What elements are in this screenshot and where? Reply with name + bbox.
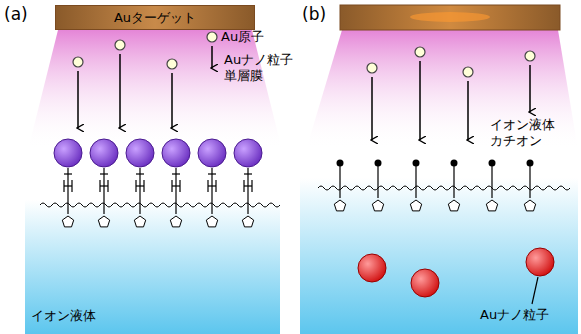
au-atom	[207, 32, 217, 42]
linker	[208, 185, 216, 186]
film-label: Auナノ粒子 単層膜	[224, 52, 296, 83]
linker	[135, 180, 136, 192]
ring	[448, 200, 459, 211]
au-atom	[367, 63, 377, 73]
arrow	[211, 46, 213, 68]
linker	[64, 173, 72, 174]
cation-chain	[339, 163, 340, 198]
arrow	[529, 65, 531, 112]
au-atom	[415, 47, 425, 57]
particle-label: Auナノ粒子	[480, 307, 549, 323]
linker	[251, 180, 252, 192]
ring	[242, 216, 253, 227]
arrow	[171, 73, 173, 128]
linker	[136, 185, 144, 186]
cation-head	[527, 160, 534, 167]
ring	[170, 216, 181, 227]
ring	[62, 216, 73, 227]
linker	[207, 180, 208, 192]
cation-head	[375, 160, 382, 167]
ionic-liquid: イオン液体	[25, 205, 280, 334]
linker	[71, 180, 72, 192]
arrow	[371, 77, 373, 140]
cation-head	[451, 160, 458, 167]
linker	[139, 168, 140, 214]
ring	[134, 216, 145, 227]
au-atom	[73, 57, 83, 67]
arrow	[419, 61, 421, 140]
au-nanoparticle	[126, 139, 154, 167]
au-nanoparticle	[90, 139, 118, 167]
ring	[410, 200, 421, 211]
ring	[486, 200, 497, 211]
linker	[99, 180, 100, 192]
ring	[372, 200, 383, 211]
au-atom	[115, 40, 125, 50]
arrow	[77, 71, 79, 128]
linker	[67, 168, 68, 214]
au-atom	[463, 67, 473, 77]
linker	[179, 180, 180, 192]
ring	[524, 200, 535, 211]
cation-head	[413, 160, 420, 167]
linker	[172, 173, 180, 174]
linker	[172, 185, 180, 186]
cation-label: イオン液体 カチオン	[490, 117, 574, 148]
surface-line	[318, 186, 570, 190]
linker	[244, 173, 252, 174]
linker	[107, 180, 108, 192]
au-nanoparticle	[358, 254, 386, 282]
arrow	[467, 81, 469, 140]
au-nanoparticle	[234, 139, 262, 167]
cation-chain	[453, 163, 454, 198]
au-nanoparticle	[526, 248, 554, 276]
linker	[136, 173, 144, 174]
linker	[103, 168, 104, 214]
linker	[171, 180, 172, 192]
linker	[175, 168, 176, 214]
panel-label: (b)	[302, 4, 326, 24]
linker	[243, 180, 244, 192]
atom-label: Au原子	[221, 29, 264, 45]
surface-line	[40, 203, 280, 207]
au-nanoparticle	[162, 139, 190, 167]
linker	[100, 173, 108, 174]
au-nanoparticle	[198, 139, 226, 167]
linker	[211, 168, 212, 214]
cation-head	[337, 160, 344, 167]
cation-chain	[529, 163, 530, 198]
au-atom	[525, 51, 535, 61]
node-text: Auターゲット	[114, 10, 196, 26]
cation-head	[489, 160, 496, 167]
au-nanoparticle	[411, 269, 439, 297]
linker	[100, 185, 108, 186]
node-text: イオン液体	[31, 308, 96, 324]
au-target: Auターゲット	[55, 5, 255, 30]
linker	[215, 180, 216, 192]
linker	[64, 185, 72, 186]
linker	[247, 168, 248, 214]
au-nanoparticle	[54, 139, 82, 167]
ring	[98, 216, 109, 227]
arrow	[119, 54, 121, 128]
cation-chain	[415, 163, 416, 198]
linker	[63, 180, 64, 192]
panel-label: (a)	[4, 4, 28, 24]
linker	[244, 185, 252, 186]
cation-chain	[491, 163, 492, 198]
leader-line	[532, 277, 538, 304]
linker	[143, 180, 144, 192]
ring	[206, 216, 217, 227]
ring	[334, 200, 345, 211]
linker	[208, 173, 216, 174]
cation-chain	[377, 163, 378, 198]
au-atom	[167, 59, 177, 69]
